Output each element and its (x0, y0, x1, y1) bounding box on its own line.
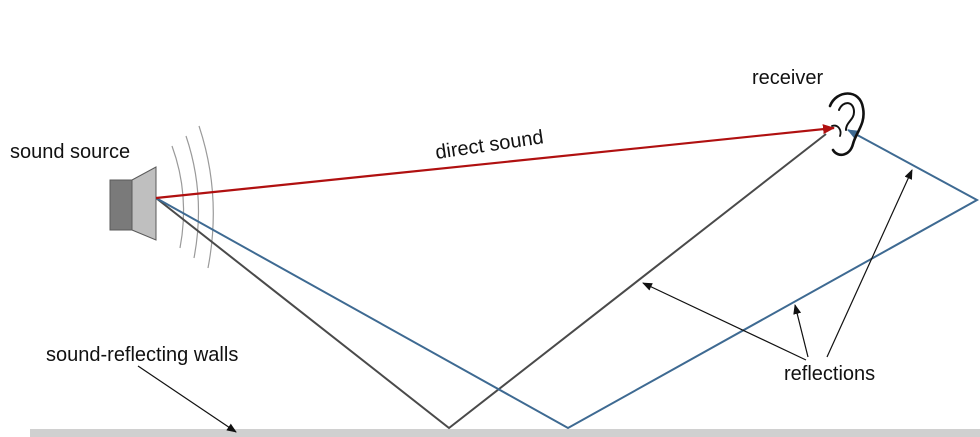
sound-wave (185, 135, 200, 259)
reflection-path-gray (155, 133, 827, 430)
sound-wave (198, 125, 214, 269)
sound-waves (171, 125, 214, 269)
ear-inner (838, 102, 856, 131)
walls-pointer-arrow (137, 365, 237, 433)
reflecting-wall (30, 429, 980, 437)
ear-canal (831, 124, 842, 137)
receiver-label: receiver (752, 67, 824, 89)
direct-sound-arrow (155, 124, 835, 200)
reflection-pointer (642, 282, 807, 361)
reflections-label: reflections (784, 363, 876, 385)
speaker-icon (109, 166, 157, 241)
speaker-cone (131, 166, 157, 241)
walls-label: sound-reflecting walls (46, 344, 239, 366)
speaker-body (109, 179, 133, 231)
reflection-path-blue (155, 129, 980, 430)
ear-icon (828, 92, 865, 157)
reflection-pointer (826, 169, 913, 358)
ear-outer (828, 92, 865, 157)
reflection-pointer (793, 304, 809, 358)
sound-source-label: sound source (10, 141, 131, 163)
reflections-pointer-arrows (642, 169, 913, 361)
